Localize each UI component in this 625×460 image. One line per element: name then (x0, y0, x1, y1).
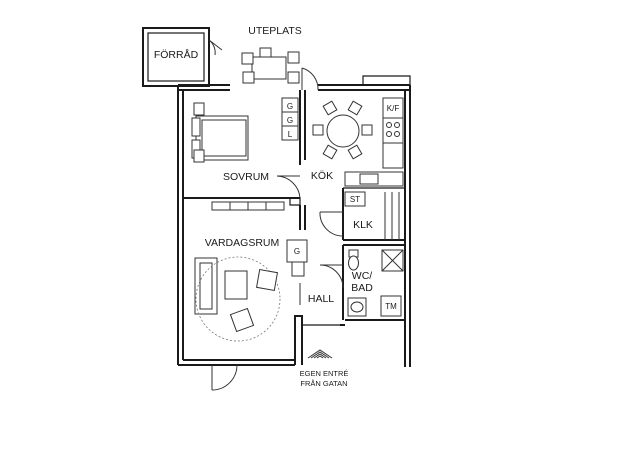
label-tm: TM (385, 302, 397, 311)
bathroom-fixtures (347, 249, 404, 317)
outer-walls (177, 67, 411, 391)
bedroom-furniture (191, 97, 299, 163)
label-kf: K/F (387, 104, 400, 113)
label-st: ST (350, 195, 360, 204)
interior-walls (183, 90, 405, 320)
label-linen-l: L (288, 130, 293, 139)
label-sovrum: SOVRUM (223, 171, 269, 183)
label-vardagsrum: VARDAGSRUM (205, 237, 279, 249)
entrance-marker (307, 349, 333, 359)
kitchen-furniture (312, 97, 404, 240)
label-klk: KLK (353, 219, 373, 231)
label-hall: HALL (308, 293, 334, 305)
label-wc: WC/ (352, 270, 372, 282)
patio-furniture (241, 47, 300, 84)
label-bad: BAD (351, 282, 373, 294)
label-entrance-line2: FRÅN GATAN (300, 379, 347, 388)
label-wardrobe-g2: G (287, 116, 293, 125)
label-entrance-line1: EGEN ENTRÉ (300, 369, 349, 378)
storage-room (142, 27, 223, 87)
label-forrad: FÖRRÅD (154, 48, 199, 61)
label-wardrobe-g1: G (287, 102, 293, 111)
label-hall-g: G (294, 247, 300, 256)
living-room-furniture (194, 201, 308, 342)
label-kok: KÖK (311, 170, 333, 182)
label-uteplats: UTEPLATS (248, 25, 301, 37)
